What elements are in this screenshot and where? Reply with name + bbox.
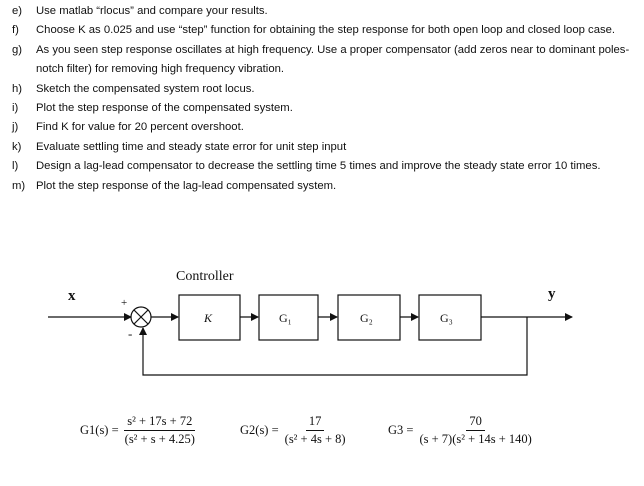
g3-numerator: 70 (466, 414, 485, 431)
g1-fraction: s² + 17s + 72 (s² + s + 4.25) (122, 414, 198, 447)
item-text: Choose K as 0.025 and use “step” functio… (36, 24, 616, 37)
g3-fraction: 70 (s + 7)(s² + 14s + 140) (416, 414, 534, 447)
item-label: h) (12, 82, 23, 95)
controller-gain-label: K (203, 311, 213, 325)
list-item-m: m) Plot the step response of the lag-lead… (12, 177, 640, 196)
g3-block (418, 294, 482, 341)
item-text: Plot the step response of the lag-lead c… (36, 179, 337, 192)
item-text: Find K for value for 20 percent overshoo… (36, 121, 244, 134)
item-label: f) (12, 24, 19, 37)
plus-sign: + (121, 297, 127, 309)
block-diagram: Controller x y + - K G₁ G₂ G₃ (48, 269, 573, 376)
item-text: Design a lag-lead compensator to decreas… (36, 160, 601, 173)
item-label: j) (12, 121, 19, 134)
g3-transfer-function: G3 = 70 (s + 7)(s² + 14s + 140) (388, 414, 535, 447)
g2-fraction: 17 (s² + 4s + 8) (282, 414, 349, 447)
item-text: Sketch the compensated system root locus… (36, 82, 255, 95)
g2-numerator: 17 (305, 414, 325, 431)
g1-denominator: (s² + s + 4.25) (124, 432, 195, 446)
g3-lhs: G3 = (388, 423, 414, 437)
question-list: e) Use matlab “rlocus” and compare your r… (12, 2, 640, 196)
item-text: Use matlab “rlocus” and compare your res… (36, 5, 268, 17)
list-item-e: e) Use matlab “rlocus” and compare your r… (12, 2, 640, 21)
item-label: k) (12, 140, 22, 153)
controller-label: Controller (176, 269, 234, 284)
list-item-l: l) Design a lag-lead compensator to decre… (12, 157, 640, 176)
minus-sign: - (128, 326, 132, 341)
g3-label: G₃ (440, 311, 453, 325)
list-item-i: i) Plot the step response of the compensa… (12, 99, 640, 118)
item-text: Plot the step response of the compensate… (36, 102, 293, 115)
g2-lhs: G2(s) = (240, 423, 279, 437)
list-item-j: j) Find K for value for 20 percent oversh… (12, 118, 640, 137)
list-item-g: g) As you seen step response oscillates a… (12, 41, 640, 80)
input-label: x (68, 288, 76, 304)
feedback-path (139, 317, 528, 376)
list-item-k: k) Evaluate settling time and steady stat… (12, 138, 640, 157)
list-item-h: h) Sketch the compensated system root loc… (12, 80, 640, 99)
item-label: i) (12, 102, 19, 115)
g2-label: G₂ (360, 311, 373, 325)
g3-denominator: (s + 7)(s² + 14s + 140) (419, 432, 532, 446)
g2-denominator: (s² + 4s + 8) (284, 432, 346, 446)
g1-lhs: G1(s) = (80, 423, 119, 437)
item-label: m) (12, 179, 26, 192)
item-label: l) (12, 160, 19, 173)
g1-numerator: s² + 17s + 72 (124, 414, 196, 431)
g2-block (337, 294, 401, 341)
g1-transfer-function: G1(s) = s² + 17s + 72 (s² + s + 4.25) (80, 414, 198, 447)
controller-block (178, 294, 241, 341)
g1-block (258, 294, 319, 341)
g1-label: G₁ (279, 311, 292, 325)
list-item-f: f) Choose K as 0.025 and use “step” funct… (12, 21, 640, 40)
g2-transfer-function: G2(s) = 17 (s² + 4s + 8) (240, 414, 349, 447)
summing-junction-cross (133, 309, 149, 325)
item-text: As you seen step response oscillates at … (36, 43, 630, 76)
item-text: Evaluate settling time and steady state … (36, 140, 347, 153)
item-label: e) (12, 5, 23, 17)
item-label: g) (12, 43, 23, 56)
output-label: y (548, 286, 556, 302)
